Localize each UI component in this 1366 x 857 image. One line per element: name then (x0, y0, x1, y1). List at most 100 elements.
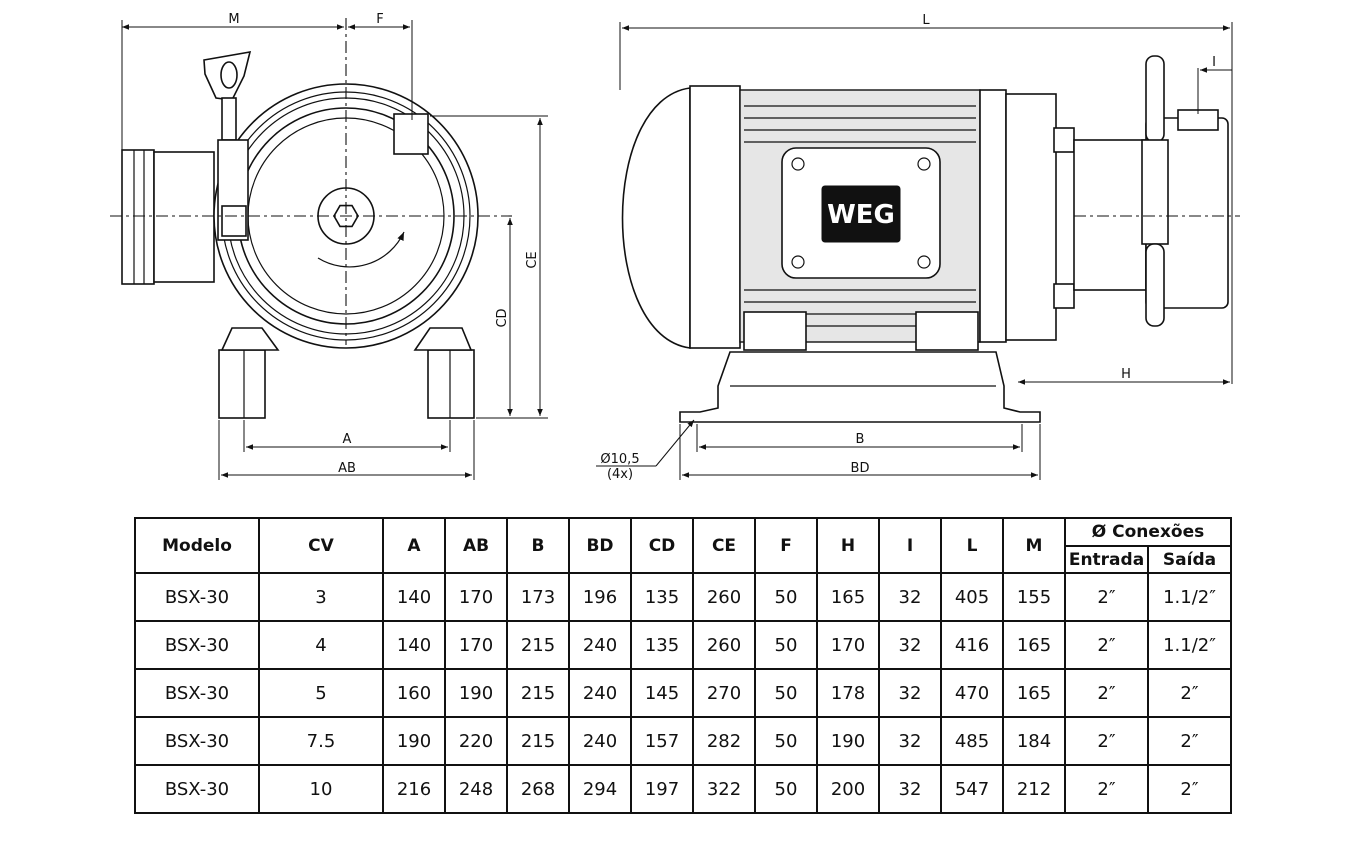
cell-ce: 322 (692, 764, 756, 814)
cell-ab: 190 (444, 668, 508, 718)
cell-bd: 240 (568, 668, 632, 718)
cell-ab: 220 (444, 716, 508, 766)
cell-saida: 2″ (1146, 668, 1233, 718)
dim-label-h: H (1121, 367, 1131, 382)
dim-label-a: A (343, 432, 352, 447)
cell-ce: 282 (692, 716, 756, 766)
cell-saida: 2″ (1146, 716, 1233, 766)
dim-label-hole-diameter: Ø10,5 (600, 452, 639, 467)
dim-label-l: L (922, 13, 930, 28)
header-bd: BD (568, 517, 632, 574)
cell-m: 165 (1002, 668, 1066, 718)
cell-l: 547 (940, 764, 1004, 814)
cell-ce: 260 (692, 620, 756, 670)
dim-label-i: I (1212, 55, 1216, 70)
cell-modelo: BSX-30 (134, 572, 260, 622)
side-view: WEG (621, 55, 1240, 423)
cell-i: 32 (878, 764, 942, 814)
cell-l: 485 (940, 716, 1004, 766)
cell-entrada: 2″ (1064, 668, 1149, 718)
cell-b: 173 (506, 572, 570, 622)
header-conexoes: Ø Conexões (1063, 517, 1233, 547)
dim-label-ce: CE (525, 251, 540, 268)
cell-h: 165 (816, 572, 880, 622)
cell-h: 178 (816, 668, 880, 718)
cell-modelo: BSX-30 (134, 668, 260, 718)
cell-l: 470 (940, 668, 1004, 718)
dim-label-cd: CD (495, 308, 510, 327)
cell-b: 215 (506, 668, 570, 718)
cell-modelo: BSX-30 (134, 764, 260, 814)
header-a: A (382, 517, 446, 574)
cell-cv: 4 (258, 620, 384, 670)
cell-a: 140 (382, 572, 446, 622)
header-i: I (878, 517, 942, 574)
cell-cv: 10 (258, 764, 384, 814)
cell-m: 184 (1002, 716, 1066, 766)
cell-i: 32 (878, 572, 942, 622)
cell-modelo: BSX-30 (134, 620, 260, 670)
cell-a: 190 (382, 716, 446, 766)
dimensions-table: Modelo CV A AB B BD CD CE F H I L M Ø Co… (134, 517, 1233, 814)
front-view-dimensions: M F CE CD A AB (121, 12, 548, 480)
cell-bd: 196 (568, 572, 632, 622)
header-ce: CE (692, 517, 756, 574)
dim-label-ab: AB (338, 461, 356, 476)
cell-cv: 7.5 (258, 716, 384, 766)
header-b: B (506, 517, 570, 574)
cell-l: 405 (940, 572, 1004, 622)
cell-cd: 197 (630, 764, 694, 814)
weg-logo-text: WEG (827, 200, 895, 230)
cell-f: 50 (754, 716, 818, 766)
cell-m: 165 (1002, 620, 1066, 670)
cell-cv: 5 (258, 668, 384, 718)
cell-b: 215 (506, 716, 570, 766)
cell-entrada: 2″ (1064, 620, 1149, 670)
cell-i: 32 (878, 620, 942, 670)
dim-label-hole-count: (4x) (607, 467, 633, 482)
cell-cd: 135 (630, 620, 694, 670)
cell-ab: 170 (444, 572, 508, 622)
header-cv: CV (258, 517, 384, 574)
cell-cd: 145 (630, 668, 694, 718)
header-saida: Saída (1146, 545, 1233, 574)
cell-f: 50 (754, 620, 818, 670)
cell-f: 50 (754, 764, 818, 814)
cell-bd: 294 (568, 764, 632, 814)
header-modelo: Modelo (134, 517, 260, 574)
cell-saida: 1.1/2″ (1146, 572, 1233, 622)
cell-cv: 3 (258, 572, 384, 622)
dim-label-bd: BD (851, 461, 870, 476)
cell-bd: 240 (568, 620, 632, 670)
cell-cd: 157 (630, 716, 694, 766)
cell-bd: 240 (568, 716, 632, 766)
cell-m: 212 (1002, 764, 1066, 814)
cell-saida: 2″ (1146, 764, 1233, 814)
cell-a: 216 (382, 764, 446, 814)
cell-i: 32 (878, 716, 942, 766)
front-view (110, 18, 512, 419)
cell-b: 215 (506, 620, 570, 670)
dim-label-b: B (856, 432, 865, 447)
cell-entrada: 2″ (1064, 572, 1149, 622)
technical-drawing: M F CE CD A AB WEG (110, 12, 1240, 482)
cell-i: 32 (878, 668, 942, 718)
header-h: H (816, 517, 880, 574)
cell-modelo: BSX-30 (134, 716, 260, 766)
header-ab: AB (444, 517, 508, 574)
cell-ab: 170 (444, 620, 508, 670)
header-entrada: Entrada (1064, 545, 1149, 574)
cell-h: 190 (816, 716, 880, 766)
side-view-dimensions: L I H B BD Ø10,5 (4x) (596, 13, 1233, 482)
dim-label-m: M (228, 12, 239, 27)
cell-ab: 248 (444, 764, 508, 814)
cell-entrada: 2″ (1064, 716, 1149, 766)
header-l: L (940, 517, 1004, 574)
header-f: F (754, 517, 818, 574)
cell-h: 170 (816, 620, 880, 670)
header-cd: CD (630, 517, 694, 574)
